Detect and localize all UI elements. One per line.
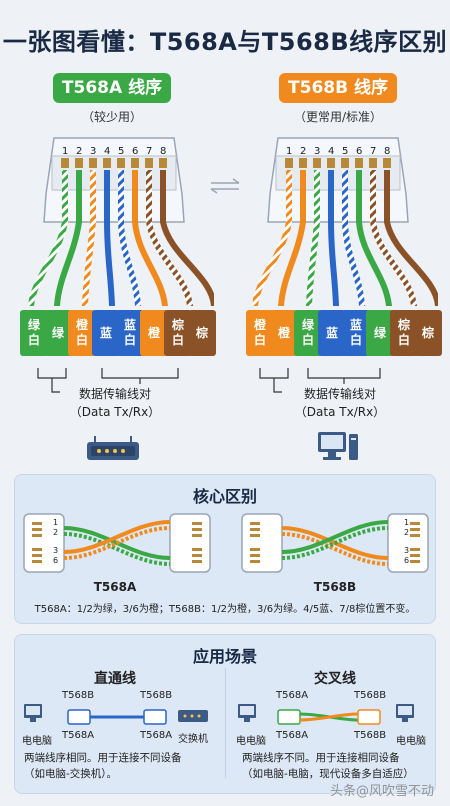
t568a-badge: T568A 线序 bbox=[53, 73, 171, 103]
router-icon bbox=[87, 436, 139, 460]
t568a-wire-tag: 绿白 bbox=[20, 310, 48, 356]
core-b-pin-6: 6 bbox=[404, 556, 410, 565]
t568b-wire-tag: 橙 bbox=[270, 310, 298, 356]
t568a-pin-1: 1 bbox=[62, 146, 69, 157]
t568a-pin-8: 8 bbox=[160, 146, 167, 157]
t568b-wire-tag: 绿白 bbox=[294, 310, 322, 356]
t568a-pin-7: 7 bbox=[146, 146, 153, 157]
straight-end-b-bottom: T568A bbox=[140, 730, 173, 741]
t568b-wire-tag: 蓝白 bbox=[342, 310, 370, 356]
t568a-wire-tag: 橙 bbox=[140, 310, 168, 356]
page-title: 一张图看懂：T568A与T568B线序区别 bbox=[2, 28, 448, 56]
t568b-wire-tag: 绿 bbox=[366, 310, 394, 356]
core-title: 核心区别 bbox=[192, 487, 257, 506]
t568a-connector-diagram bbox=[28, 137, 214, 306]
straight-cable-diagram bbox=[24, 704, 208, 725]
computer-icon bbox=[318, 432, 358, 460]
t568b-wire-tag: 橙白 bbox=[246, 310, 274, 356]
t568b-pin-6: 6 bbox=[356, 146, 363, 157]
t568b-badge: T568B 线序 bbox=[279, 73, 397, 103]
straight-end-a-top: T568B bbox=[62, 690, 95, 701]
core-b-pin-1: 1 bbox=[404, 518, 410, 527]
t568a-pin-6: 6 bbox=[132, 146, 139, 157]
t568a-wire-tag: 蓝白 bbox=[116, 310, 144, 356]
t568a-pin-5: 5 bbox=[118, 146, 125, 157]
straight-device-b: 交换机 bbox=[178, 734, 208, 745]
t568b-wire-tag: 棕 bbox=[414, 310, 442, 356]
t568a-wire-tag: 棕 bbox=[188, 310, 216, 356]
swap-arrow-icon bbox=[210, 178, 240, 194]
t568a-wire-tag: 蓝 bbox=[92, 310, 120, 356]
t568a-wire-tag: 橙白 bbox=[68, 310, 96, 356]
t568a-data-label: 数据传输线对 bbox=[78, 387, 151, 401]
core-a-pin-3: 3 bbox=[53, 546, 59, 555]
watermark: 头条@风吹雪不动 bbox=[330, 784, 435, 799]
t568b-pin-5: 5 bbox=[342, 146, 349, 157]
core-b-pin-3: 3 bbox=[404, 546, 410, 555]
core-caption-t568b: T568B bbox=[313, 580, 357, 594]
straight-end-b-top: T568B bbox=[140, 690, 173, 701]
core-a-pin-6: 6 bbox=[53, 556, 59, 565]
cross-desc-1: 两端线序不同。用于连接相同设备 bbox=[242, 752, 400, 764]
straight-device-a: 电电脑 bbox=[22, 736, 52, 747]
straight-desc-2: （如电脑-交换机）。 bbox=[24, 768, 118, 780]
cross-cable-diagram bbox=[238, 704, 414, 725]
cross-title: 交叉线 bbox=[314, 671, 356, 687]
cross-desc-2: （如电脑-电脑，现代设备多自适应） bbox=[242, 768, 414, 780]
cross-device-b: 电电脑 bbox=[396, 736, 426, 747]
t568a-wire-tag: 绿 bbox=[44, 310, 72, 356]
straight-desc-1: 两端线序相同。用于连接不同设备 bbox=[24, 752, 182, 764]
t568a-wire-tag: 棕白 bbox=[164, 310, 192, 356]
t568b-crossover-diagram bbox=[241, 513, 429, 573]
t568a-bracket bbox=[37, 368, 179, 393]
core-note: T568A：1/2为绿，3/6为橙；T568B：1/2为橙，3/6为绿。4/5蓝… bbox=[34, 604, 416, 615]
straight-end-a-bottom: T568A bbox=[62, 730, 95, 741]
usage-title: 应用场景 bbox=[192, 647, 257, 666]
t568a-pin-4: 4 bbox=[104, 146, 111, 157]
t568b-bracket bbox=[259, 368, 381, 393]
t568a-subtitle: （较少用） bbox=[81, 110, 142, 124]
t568b-data-label-en: （Data Tx/Rx） bbox=[294, 405, 386, 419]
t568a-crossover-diagram bbox=[23, 513, 211, 573]
t568b-wire-tag: 蓝 bbox=[318, 310, 346, 356]
core-b-pin-2: 2 bbox=[404, 528, 410, 537]
t568b-subtitle: （更常用/标准） bbox=[293, 110, 383, 124]
t568a-data-label-en: （Data Tx/Rx） bbox=[69, 405, 161, 419]
t568b-wire-tag: 棕白 bbox=[390, 310, 418, 356]
cross-end-b-bottom: T568B bbox=[354, 730, 387, 741]
t568a-pin-2: 2 bbox=[76, 146, 83, 157]
t568b-connector-diagram bbox=[252, 137, 438, 306]
t568b-pin-8: 8 bbox=[384, 146, 391, 157]
straight-title: 直通线 bbox=[94, 671, 136, 687]
cross-end-b-top: T568B bbox=[354, 690, 387, 701]
cross-device-a: 电电脑 bbox=[236, 736, 266, 747]
t568b-pin-7: 7 bbox=[370, 146, 377, 157]
usage-divider bbox=[225, 668, 226, 778]
t568b-pin-3: 3 bbox=[314, 146, 321, 157]
t568a-pin-3: 3 bbox=[90, 146, 97, 157]
cross-end-a-bottom: T568A bbox=[276, 730, 309, 741]
t568b-data-label: 数据传输线对 bbox=[303, 387, 376, 401]
t568b-pin-4: 4 bbox=[328, 146, 335, 157]
core-a-pin-1: 1 bbox=[53, 518, 59, 527]
core-a-pin-2: 2 bbox=[53, 528, 59, 537]
cross-end-a-top: T568A bbox=[276, 690, 309, 701]
t568b-pin-2: 2 bbox=[300, 146, 307, 157]
t568b-pin-1: 1 bbox=[286, 146, 293, 157]
core-caption-t568a: T568A bbox=[93, 580, 137, 594]
